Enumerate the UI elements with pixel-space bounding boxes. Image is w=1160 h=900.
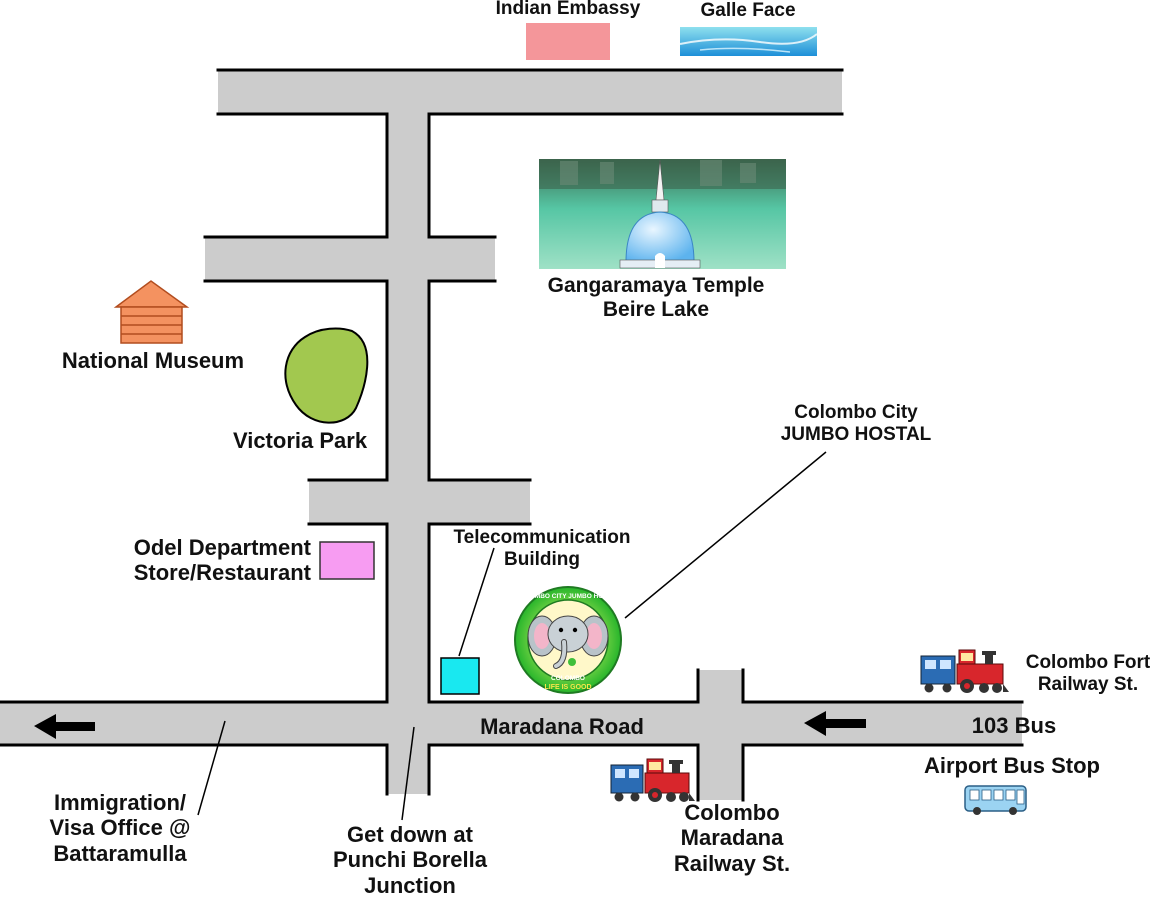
odel-label: Odel Department Store/Restaurant [80,535,311,586]
train-icon [610,758,695,802]
telecom-label: Telecommunication Building [430,527,654,571]
fort-station-label-line1: Colombo Fort [1025,652,1151,673]
temple-label-line2: Beire Lake [602,298,710,322]
indian-embassy-label: Indian Embassy [495,0,641,19]
bus-103-label: 103 Bus [971,713,1057,738]
maradana-road-label: Maradana Road [480,714,644,739]
elephant-logo-icon [514,586,622,694]
telecom-label-line2: Building [504,548,580,570]
hostel-label: Colombo City JUMBO HOSTAL [742,402,970,446]
immigration-label-line2: Visa Office @ [49,815,191,841]
top-road [218,70,842,114]
train-icon [920,649,1009,693]
odel-label-line2: Store/Restaurant [133,560,311,586]
maradana-station-label-line1: Colombo [684,800,780,825]
hostel-label-line1: Colombo City [794,402,918,423]
get-down-label-line2: Punchi Borella [332,847,488,873]
airport-bus-label: Airport Bus Stop [924,753,1100,778]
logo-ring-top: COLOMBO CITY JUMBO HOSTEL [516,593,620,600]
odel-label-line1: Odel Department [133,535,311,560]
logo-tagline: LIFE IS GOOD [544,684,591,691]
telecom-label-line1: Telecommunication [453,527,631,548]
maradana-station-label: Colombo Maradana Railway St. [640,800,824,876]
road-fills [0,70,1022,800]
get-down-label-line1: Get down at [347,822,473,847]
park-blob-icon [284,327,369,424]
immigration-label-line3: Battaramulla [53,840,187,866]
maradana-station-label-line3: Railway St. [673,850,791,876]
main-vertical-road [387,114,429,794]
immigration-label: Immigration/ Visa Office @ Battaramulla [20,790,220,866]
leader-lines [197,451,827,821]
victoria-park-label: Victoria Park [232,428,368,453]
maradana-station-label-line2: Maradana [680,825,784,851]
telecom-marker [440,657,480,695]
road-edges [0,68,1024,802]
fort-station-label: Colombo Fort Railway St. [1008,652,1160,696]
temple-label: Gangaramaya Temple Beire Lake [510,274,802,322]
upper-cross-road [205,237,495,281]
fort-station-label-line2: Railway St. [1037,673,1139,695]
hostel-label-line2: JUMBO HOSTAL [780,423,932,445]
road-network [0,68,1024,802]
bus-icon [964,785,1027,815]
stupa-lake-photo-icon [539,159,786,269]
temple-label-line1: Gangaramaya Temple [547,274,765,297]
immigration-label-line1: Immigration/ [53,790,186,815]
house-icon [113,280,190,344]
arrow-left-icon [804,711,866,736]
side-vertical-road [698,670,743,800]
arrow-left-icon [34,714,95,739]
middle-cross-road [309,480,530,524]
get-down-label-line3: Junction [364,872,456,898]
odel-marker [319,541,375,580]
national-museum-label: National Museum [61,348,245,373]
sea-photo-icon [679,27,818,56]
galle-face-label: Galle Face [700,0,796,21]
indian-embassy-marker [526,23,610,60]
get-down-label: Get down at Punchi Borella Junction [300,822,520,898]
logo-ring-bottom: COLOMBO [551,675,585,682]
